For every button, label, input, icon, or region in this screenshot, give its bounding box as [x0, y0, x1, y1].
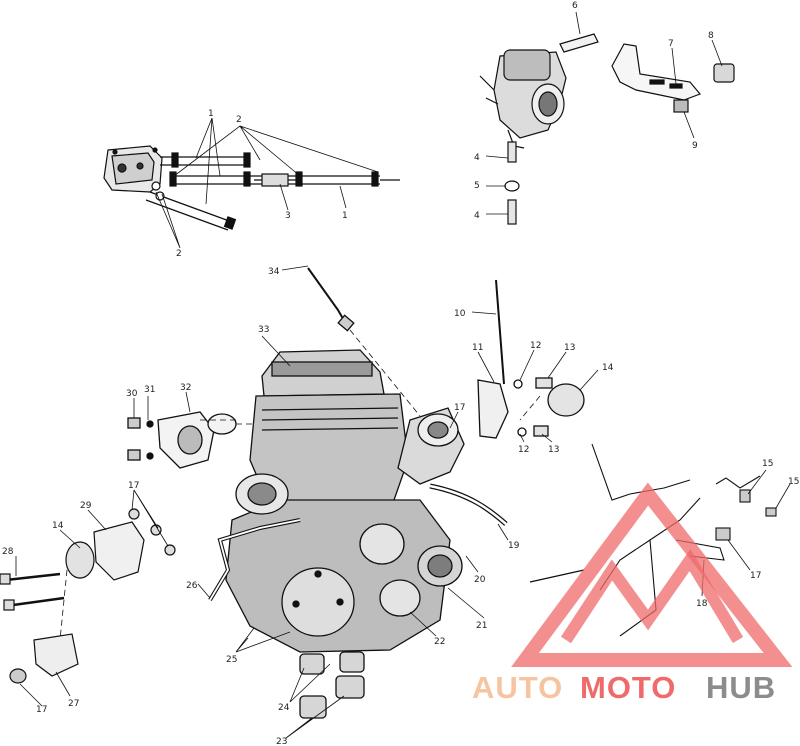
callout-label: 2 — [236, 115, 242, 125]
leader-lines-left — [15, 489, 169, 707]
callout-label: 3 — [285, 211, 291, 221]
callout-label: 14 — [52, 521, 64, 531]
callout-label: 17 — [36, 705, 47, 715]
callout-label: 28 — [2, 547, 14, 557]
callout-label: 12 — [530, 341, 541, 351]
callout-label: 8 — [708, 31, 714, 41]
callout-label: 22 — [434, 637, 445, 647]
callout-label: 4 — [474, 211, 480, 221]
left-mount-parts — [0, 508, 176, 684]
callout-label: 18 — [696, 599, 708, 609]
callout-label: 15 — [788, 477, 799, 487]
watermark-auto: AUTO — [472, 670, 563, 705]
callout-label: 12 — [518, 445, 529, 455]
callout-label: 6 — [572, 1, 578, 11]
leader-lines-top-left — [155, 117, 379, 249]
callout-label: 26 — [186, 581, 198, 591]
watermark-moto: MOTO — [580, 670, 676, 705]
callout-label: 2 — [176, 249, 182, 259]
callout-label: 30 — [126, 389, 138, 399]
watermark-hub: HUB — [706, 670, 776, 705]
callout-label: 11 — [472, 343, 483, 353]
callout-label: 17 — [454, 403, 465, 413]
callout-label: 13 — [548, 445, 559, 455]
callout-label: 27 — [68, 699, 79, 709]
callout-label: 19 — [508, 541, 520, 551]
callout-label: 15 — [762, 459, 773, 469]
callout-label: 24 — [278, 703, 290, 713]
leader-lines-carb — [485, 11, 723, 215]
watermark-logo: AUTO MOTO HUB — [472, 482, 793, 705]
callout-label: 17 — [128, 481, 139, 491]
callout-label: 21 — [476, 621, 487, 631]
callout-label: 23 — [276, 737, 287, 746]
engine-block — [127, 267, 585, 719]
callout-label: 1 — [342, 211, 348, 221]
callout-label: 33 — [258, 325, 269, 335]
callout-label: 32 — [180, 383, 191, 393]
callout-label: 31 — [144, 385, 155, 395]
callout-label: 7 — [668, 39, 674, 49]
callout-label: 13 — [564, 343, 575, 353]
callout-label: 4 — [474, 153, 480, 163]
callout-label: 17 — [750, 571, 761, 581]
callout-label: 34 — [268, 267, 280, 277]
callout-label: 20 — [474, 575, 486, 585]
assembly-dashed-lines — [59, 329, 541, 641]
leader-lines-main — [133, 265, 599, 739]
callout-label: 29 — [80, 501, 92, 511]
callout-label: 1 — [208, 109, 214, 119]
callout-label: 10 — [454, 309, 466, 319]
watermark-inner-m — [560, 548, 744, 644]
callout-label: 14 — [602, 363, 614, 373]
callout-label: 5 — [474, 181, 480, 191]
fuel-pump-assembly — [103, 145, 400, 231]
carburetor-assembly — [479, 33, 735, 225]
callout-label: 25 — [226, 655, 237, 665]
callout-label: 9 — [692, 141, 698, 151]
watermark-triangle — [511, 482, 793, 667]
